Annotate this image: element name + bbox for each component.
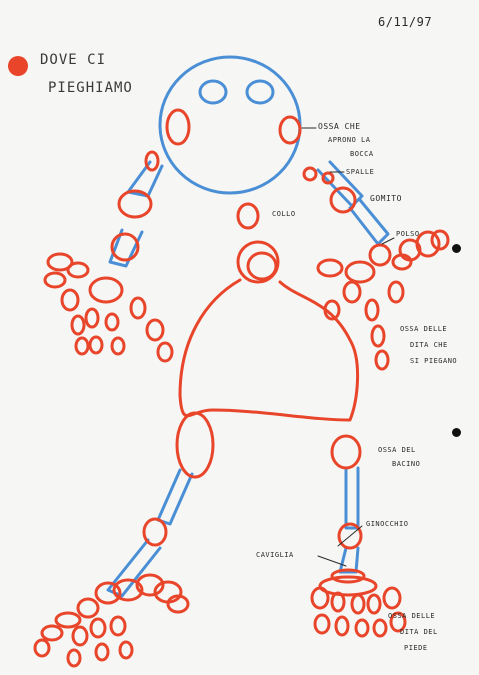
- left-thigh: [158, 470, 192, 524]
- label-pelvis-2: BACINO: [392, 460, 420, 468]
- label-jaw-3: BOCCA: [350, 150, 374, 158]
- right-thigh: [346, 468, 358, 528]
- label-jaw-1: OSSA CHE: [318, 122, 361, 131]
- neck-base-inner: [248, 253, 276, 279]
- label-knee: GINOCCHIO: [366, 520, 408, 528]
- bullet-1: [452, 244, 461, 253]
- label-jaw-2: APRONO LA: [328, 136, 370, 144]
- label-toe-bones-1: OSSA DELLE: [388, 612, 435, 620]
- hip-left: [177, 413, 213, 477]
- label-toe-bones-3: PIEDE: [404, 644, 428, 652]
- label-shoulders: SPALLE: [346, 168, 374, 176]
- title-line-1: DOVE CI: [40, 52, 106, 68]
- hip-right: [332, 436, 360, 468]
- jaw-joint-right: [280, 117, 300, 143]
- title-dot: [8, 56, 28, 76]
- neck-joint: [238, 204, 258, 228]
- eye-left: [200, 81, 226, 103]
- label-pelvis-1: OSSA DEL: [378, 446, 416, 454]
- title-line-2: PIEGHIAMO: [48, 80, 133, 96]
- label-finger-bones-2: DITA CHE: [410, 341, 448, 349]
- jaw-joint-left: [167, 110, 189, 144]
- label-wrist: POLSO: [396, 230, 420, 238]
- elbow-right: [331, 188, 355, 212]
- shoulder-right-2: [323, 173, 333, 183]
- right-shin: [340, 548, 358, 572]
- label-neck: COLLO: [272, 210, 296, 218]
- left-foot: [35, 575, 188, 666]
- label-elbow: GOMITO: [370, 194, 402, 203]
- wrist-right: [370, 245, 390, 265]
- label-toe-bones-2: DITA DEL: [400, 628, 438, 636]
- right-foot: [312, 577, 405, 636]
- knee-left: [144, 519, 166, 545]
- bullet-2: [452, 428, 461, 437]
- head-outline: [160, 57, 300, 193]
- label-finger-bones-3: SI PIEGANO: [410, 357, 457, 365]
- shoulder-right: [304, 168, 316, 180]
- label-finger-bones-1: OSSA DELLE: [400, 325, 447, 333]
- right-forearm: [350, 200, 388, 244]
- left-hand: [45, 254, 172, 361]
- eye-right: [247, 81, 273, 103]
- shoulder-left: [146, 152, 158, 170]
- date-label: 6/11/97: [378, 16, 432, 30]
- label-ankle: CAVIGLIA: [256, 551, 294, 559]
